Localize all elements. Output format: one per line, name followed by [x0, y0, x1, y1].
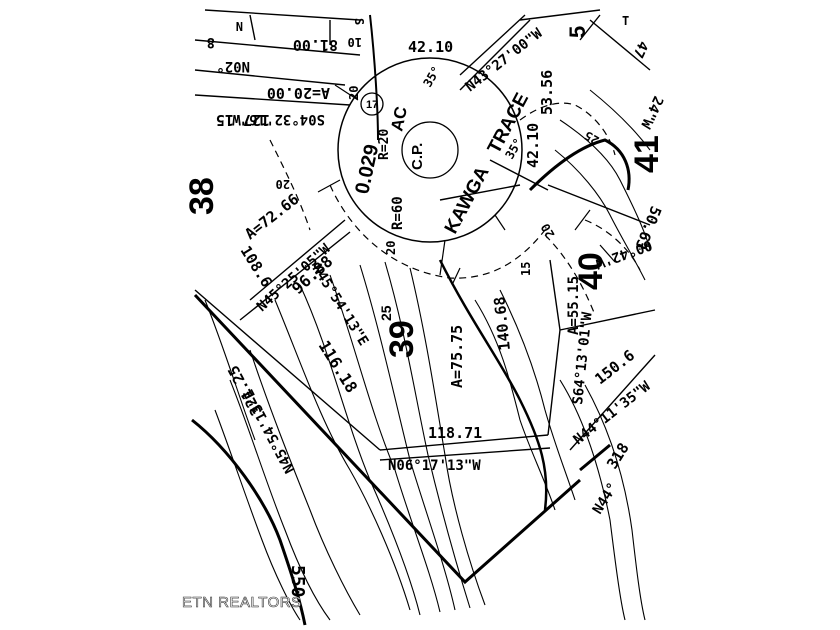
curve-arc1: A=20.00 [267, 84, 330, 102]
cul-de-sac-label: C.P. [409, 143, 426, 170]
lot-39-sub-label: 25 [378, 305, 394, 321]
curve-arc3: A=75.75 [448, 325, 466, 388]
distance-d16: 47 [629, 38, 651, 60]
acreage-unit: AC [387, 105, 411, 133]
curve-radius2: R=20 [377, 129, 392, 160]
bearing-b4: S04°32'16"W [232, 111, 325, 127]
small-label-s1: 20 [276, 177, 290, 191]
lot-boundaries [194, 9, 656, 461]
small-label-s2: 20 [347, 86, 361, 100]
lot-40-label: 40 [572, 252, 610, 290]
dashed-easements [269, 102, 641, 316]
heavy-contours [191, 14, 631, 626]
lot-17-label: 17 [366, 99, 378, 111]
distance-d11: 53.56 [538, 70, 556, 115]
bearing-b7: N06°17'13"W [388, 458, 481, 474]
small-label-s3: 20 [538, 221, 557, 241]
small-label-s8: S [352, 18, 366, 25]
contour-elevation: 550 [287, 565, 308, 598]
property-outline [193, 293, 611, 585]
lot-39-label: 39 [383, 320, 421, 358]
distance-d15: 8 [207, 34, 215, 50]
small-label-s4: 25 [582, 128, 602, 147]
distance-d9: 42.10 [408, 38, 453, 56]
cul-de-sac [337, 57, 523, 243]
curve-arc4: A=55.15 [566, 276, 582, 335]
small-label-s10: T [622, 14, 629, 28]
lot-38-label: 38 [183, 177, 221, 215]
distance-d1: 127.15 [216, 111, 270, 129]
lot-17-circle [360, 92, 384, 116]
distance-d10: 42.10 [524, 123, 542, 168]
small-label-s7: 10 [348, 35, 362, 49]
cul-de-sac-inner-circle [401, 121, 459, 179]
lot-41-label: 41 [628, 135, 666, 173]
distance-d6: 118.71 [428, 424, 482, 442]
small-label-s6: 20 [384, 241, 398, 255]
bearing-b9: N02° [216, 58, 250, 74]
lot-5-label: 5 [565, 26, 590, 38]
small-label-s5: 15 [519, 262, 533, 276]
distance-d13: 81.00 [293, 36, 338, 54]
small-label-s9: N [236, 19, 243, 33]
distance-d7: 140.68 [490, 296, 514, 352]
arrows [317, 84, 616, 286]
cul-de-sac-outer-circle [337, 57, 523, 243]
curve-radius1: R=60 [390, 196, 406, 230]
watermark: ETN REALTORS [182, 594, 302, 611]
